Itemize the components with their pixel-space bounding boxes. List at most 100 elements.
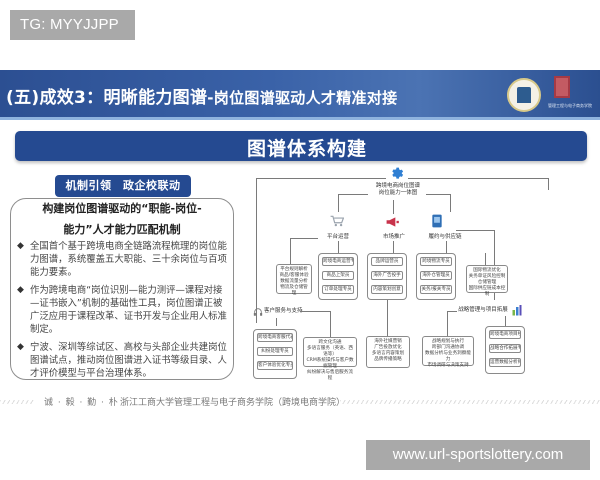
connector-line	[426, 194, 450, 195]
connector-line	[456, 230, 494, 231]
role-chip: 订单处理专员	[322, 285, 354, 294]
bullet-item: ◆ 作为跨境电商“岗位识别—能力测评—课程对接—证书嵌入”机制的基础性工具，岗位…	[16, 284, 228, 336]
top-watermark-label: TG: MYYJJPP	[10, 10, 135, 40]
megaphone-icon	[386, 217, 399, 227]
role-chip: 跨境电商客服代表	[257, 333, 293, 342]
skill-item: 国际物流优化	[473, 268, 501, 273]
connector-line	[447, 311, 457, 312]
connector-line	[446, 241, 447, 253]
connector-line	[393, 200, 394, 214]
connector-line	[300, 311, 330, 312]
bullet-item: ◆ 全国首个基于跨境电商全链路流程梳理的岗位能力图谱，系统覆盖五大职能、三十余岗…	[16, 240, 228, 279]
mechanism-pill: 机制引领 政企校联动	[55, 175, 191, 197]
mechanism-bullets: ◆ 全国首个基于跨境电商全链路流程梳理的岗位能力图谱，系统覆盖五大职能、三十余岗…	[16, 240, 228, 385]
connector-line	[450, 194, 451, 212]
section-header-title: 图谱体系构建	[247, 138, 368, 160]
bar-chart-icon	[512, 305, 522, 316]
skill-item: 数据分析与业务洞察能力	[425, 351, 471, 362]
skill-item: 仓储管理	[477, 280, 497, 285]
customer-service-skills-box: 跨文化沟通 多语言服务（英语、西语等） CRM系统操作与客户数据管理 纠纷解决与…	[303, 337, 357, 381]
mechanism-panel	[10, 198, 234, 380]
function-label-marketing: 市场推广	[382, 234, 405, 240]
strategy-roles-group: 跨境电商项目经理 战略合作拓展专员 运营数据分析师	[485, 326, 525, 374]
function-label-strategy: 战略管理与项目拓展	[458, 307, 508, 313]
skill-item: 海外社媒营销	[374, 339, 402, 344]
connector-line	[338, 194, 368, 195]
diamond-bullet-icon: ◆	[17, 342, 24, 352]
skill-item: 国际供应链成本控制	[468, 286, 506, 297]
shopping-cart-icon	[330, 215, 344, 227]
skill-item: 数据流量分析	[280, 279, 308, 284]
skill-item: 战略规划与执行	[431, 339, 465, 344]
bullet-text: 宁波、深圳等综试区、高校与头部企业共建岗位图谱试点，推动岗位图谱进入证书等级目录…	[30, 342, 227, 379]
connector-line	[485, 253, 486, 265]
slide-title: (五)成效3：明晰能力图谱-岗位图谱驱动人才精准对接	[6, 83, 397, 108]
connector-line	[505, 316, 506, 326]
footer-motto: 诚 · 毅 · 勤 · 朴	[44, 398, 119, 408]
slide-title-sub: -岗位图谱驱动人才精准对接	[207, 89, 398, 107]
school-emblem-icon	[554, 76, 570, 98]
phone-app-icon	[432, 214, 442, 228]
skill-item: 关务单证风险控制	[468, 274, 506, 279]
gear-icon	[392, 167, 404, 179]
skill-item: 多语言内容策划	[371, 351, 405, 356]
root-node-label: 跨境电商岗位图谱 岗位能力一体图	[368, 183, 428, 197]
connector-line	[447, 311, 448, 336]
connector-line	[408, 178, 548, 179]
fulfillment-skills-box: 国际物流优化 关务单证风险控制 仓储管理 国际供应链成本控制	[466, 265, 508, 297]
connector-line	[338, 194, 339, 212]
mechanism-heading: 构建岗位图谱驱动的“职能-岗位- 能力”人才能力匹配机制	[22, 198, 222, 240]
role-chip: 运营数据分析师	[489, 358, 521, 367]
slide-footer: 诚 · 毅 · 勤 · 朴 浙江工商大学管理工程与电子商务学院（跨境电商学院）	[0, 395, 600, 409]
role-chip: 海外仓管理员	[420, 271, 452, 280]
function-label-platform: 平台运营	[326, 234, 349, 240]
headset-icon	[253, 308, 263, 316]
skill-item: 品牌传播策略	[374, 357, 402, 362]
role-chip: 海外广告投手	[371, 271, 403, 280]
connector-line	[290, 238, 291, 264]
footer-school: 浙江工商大学管理工程与电子商务学院（跨境电商学院）	[120, 398, 346, 408]
university-seal-icon	[507, 78, 541, 112]
marketing-skills-box: 海外社媒营销 广告投放优化 多语言内容策划 品牌传播策略	[366, 336, 410, 368]
skill-item: CRM系统操作与客户数据管理	[306, 358, 354, 369]
skill-item: 平台规则解析	[280, 267, 308, 272]
skill-item: 纠纷解决与售后服务流程	[307, 370, 353, 381]
skill-item: 物流及仓储管理	[280, 285, 308, 296]
footer-hatch-right	[340, 400, 600, 404]
role-chip: 内容策划创意	[371, 285, 403, 294]
skill-item: 跨文化沟通	[318, 340, 342, 345]
platform-roles-group: 跨境电商运营专员 商品上架员 订单处理专员	[318, 253, 358, 300]
customer-service-roles-group: 跨境电商客服代表 纠纷处理专员 客户体验优化专员	[253, 329, 297, 379]
function-label-fulfillment: 履约与供应链	[428, 234, 462, 240]
strategy-skills-box: 战略规划与执行 跨部门沟通协调 数据分析与业务洞察能力 市场调研与决策支持	[422, 336, 474, 368]
bottom-watermark-label: www.url-sportslottery.com	[366, 440, 590, 470]
root-label-line1: 跨境电商岗位图谱	[375, 183, 420, 189]
skill-item: 多语言服务（英语、西语等）	[307, 346, 353, 357]
function-label-customer-service: 客户服务与支持	[264, 308, 303, 314]
mechanism-heading-line2: 能力”人才能力匹配机制	[63, 223, 181, 236]
skill-item: 跨部门沟通协调	[431, 345, 465, 350]
bullet-text: 作为跨境电商“岗位识别—能力测评—课程对接—证书嵌入”机制的基础性工具，岗位图谱…	[30, 285, 227, 335]
connector-line	[548, 178, 549, 190]
footer-hatch-left	[0, 400, 34, 404]
root-label-line2: 岗位能力一体图	[378, 190, 418, 196]
role-chip: 商品上架员	[322, 271, 354, 280]
bullet-item: ◆ 宁波、深圳等综试区、高校与头部企业共建岗位图谱试点，推动岗位图谱进入证书等级…	[16, 341, 228, 380]
role-chip: 客户体验优化专员	[257, 361, 293, 370]
role-chip: 跨境电商项目经理	[489, 330, 521, 339]
school-caption: 管理工程与电子商务学院	[548, 103, 592, 108]
connector-line	[330, 311, 331, 337]
fulfillment-roles-group: 跨境物流专员 海外仓管理员 关务/报关专员	[416, 253, 456, 300]
connector-line	[276, 318, 277, 326]
skill-item: 广告投放优化	[374, 345, 402, 350]
role-chip: 跨境电商运营专员	[322, 257, 354, 266]
connector-line	[393, 241, 394, 253]
role-chip: 品牌运营员	[371, 257, 403, 266]
diamond-bullet-icon: ◆	[17, 241, 24, 251]
skill-item: 商品/客服体验	[279, 273, 309, 278]
role-chip: 关务/报关专员	[420, 285, 452, 294]
skill-item: 市场调研与决策支持	[427, 363, 469, 368]
connector-line	[256, 178, 257, 323]
connector-line	[256, 178, 386, 179]
diamond-bullet-icon: ◆	[17, 285, 24, 295]
